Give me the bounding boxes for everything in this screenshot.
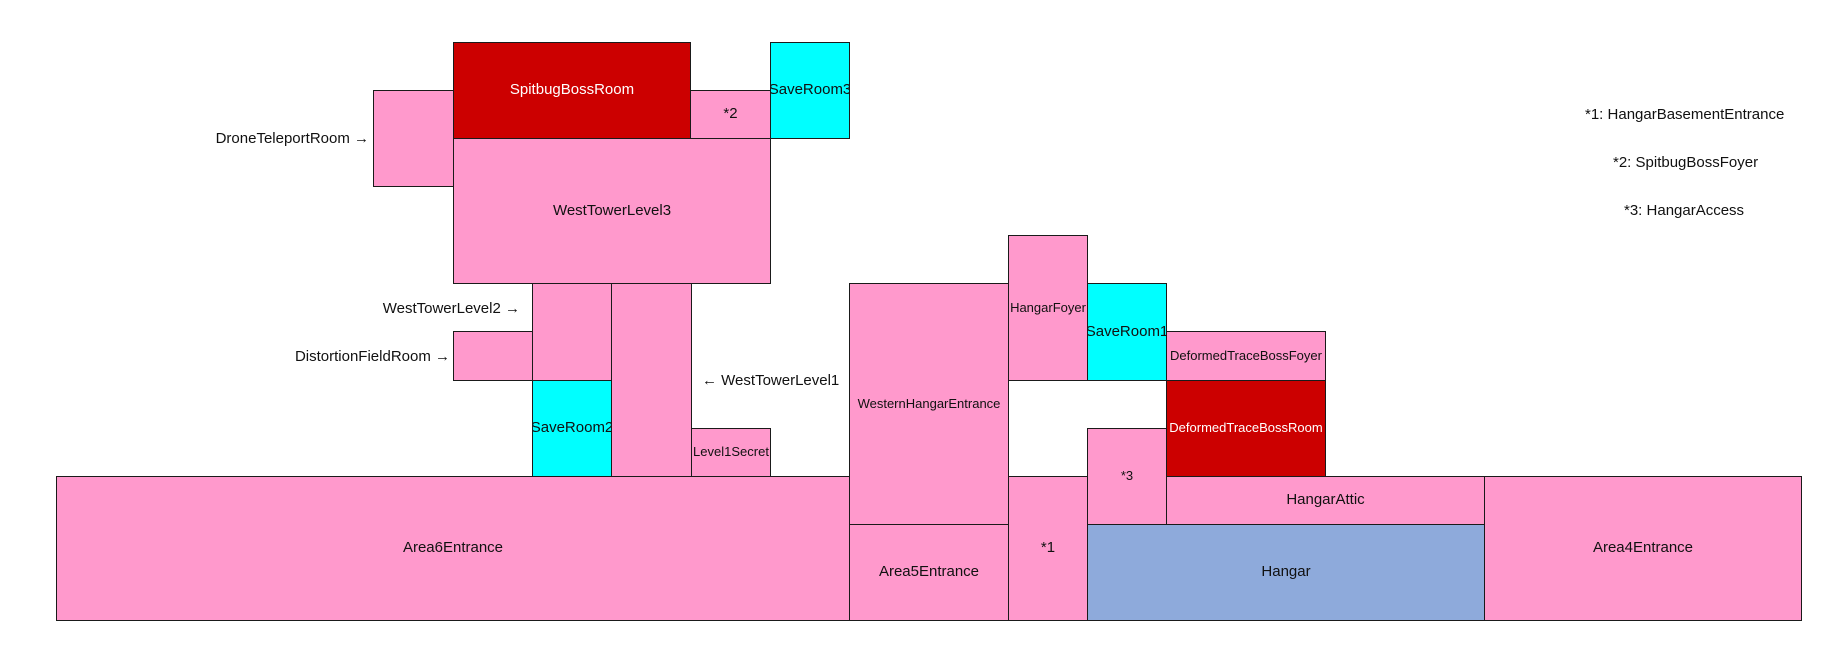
legend-spitbug-boss-foyer: *2: SpitbugBossFoyer [1613, 154, 1759, 171]
room-west-tower-level2[interactable] [532, 283, 612, 381]
callout-distortion-field-room: DistortionFieldRoom → [294, 348, 450, 365]
room-level1-secret[interactable]: Level1Secret [691, 428, 771, 477]
room-save-room-3[interactable]: SaveRoom3 [770, 42, 850, 139]
room-west-tower-level3[interactable]: WestTowerLevel3 [453, 138, 771, 284]
callout-west-tower-level2: WestTowerLevel2 → [382, 300, 520, 317]
room-hangar[interactable]: Hangar [1087, 524, 1485, 621]
legend-hangar-basement-entrance: *1: HangarBasementEntrance [1585, 106, 1785, 123]
room-distortion-field-room[interactable] [453, 331, 533, 381]
room-spitbug-boss-room[interactable]: SpitbugBossRoom [453, 42, 691, 139]
room-area6-entrance[interactable]: Area6Entrance [56, 476, 850, 621]
room-save-room-1[interactable]: SaveRoom1 [1087, 283, 1167, 381]
room-save-room-2[interactable]: SaveRoom2 [532, 380, 612, 477]
room-drone-teleport-room[interactable] [373, 90, 454, 187]
room-hangar-basement-entrance[interactable]: *1 [1008, 476, 1088, 621]
room-area5-entrance[interactable]: Area5Entrance [849, 524, 1009, 621]
room-hangar-attic[interactable]: HangarAttic [1166, 476, 1485, 525]
callout-drone-teleport-room: DroneTeleportRoom → [215, 130, 369, 147]
room-western-hangar-entrance[interactable]: WesternHangarEntrance [849, 283, 1009, 525]
room-spitbug-boss-foyer[interactable]: *2 [690, 90, 771, 139]
room-area4-entrance[interactable]: Area4Entrance [1484, 476, 1802, 621]
room-deformed-trace-boss-foyer[interactable]: DeformedTraceBossFoyer [1166, 331, 1326, 381]
room-hangar-access[interactable]: *3 [1087, 428, 1167, 525]
callout-west-tower-level1: ← WestTowerLevel1 [702, 372, 840, 389]
room-west-tower-level1[interactable] [611, 283, 692, 477]
room-deformed-trace-boss-room[interactable]: DeformedTraceBossRoom [1166, 380, 1326, 477]
room-hangar-foyer[interactable]: HangarFoyer [1008, 235, 1088, 381]
legend-hangar-access: *3: HangarAccess [1624, 202, 1745, 219]
